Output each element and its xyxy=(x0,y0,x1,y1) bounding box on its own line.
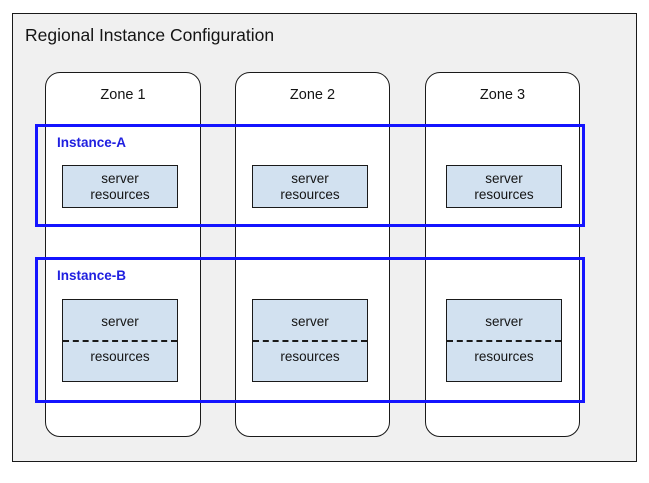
server-resources-label-b1-line2: resources xyxy=(90,349,150,364)
server-resources-box-b2[interactable]: server resources xyxy=(252,299,368,382)
server-resources-label-b2-line2: resources xyxy=(280,349,340,364)
instance-label-b: Instance-B xyxy=(57,268,127,283)
server-resources-label-a2-line2: resources xyxy=(280,186,340,202)
server-resources-label-a1-line2: resources xyxy=(90,186,150,202)
server-resources-label-b2-line1: server xyxy=(291,314,329,329)
instance-label-a: Instance-A xyxy=(57,135,127,150)
server-resources-label-a3-line1: server xyxy=(485,170,523,186)
server-resources-label-a3-line2: resources xyxy=(474,186,534,202)
split-divider-b1 xyxy=(63,339,177,342)
split-divider-b3 xyxy=(447,339,561,342)
zone-label-1: Zone 1 xyxy=(100,87,146,103)
instance-band-a[interactable]: Instance-A xyxy=(35,124,585,227)
server-resources-label-b1-line1: server xyxy=(101,314,139,329)
server-resources-label-b3-line1: server xyxy=(485,314,523,329)
server-resources-label-b3-line2: resources xyxy=(474,349,534,364)
zone-label-3: Zone 3 xyxy=(479,87,526,103)
server-resources-label-a2-line1: server xyxy=(291,170,329,186)
server-resources-label-a1-line1: server xyxy=(101,170,139,186)
zone-label-2: Zone 2 xyxy=(289,87,336,103)
server-resources-box-b1[interactable]: server resources xyxy=(62,299,178,382)
page-title: Regional Instance Configuration xyxy=(25,25,275,45)
server-resources-box-b3[interactable]: server resources xyxy=(446,299,562,382)
server-resources-box-a2[interactable]: server resources xyxy=(252,165,368,208)
server-resources-box-a3[interactable]: server resources xyxy=(446,165,562,208)
split-divider-b2 xyxy=(253,339,367,342)
server-resources-box-a1[interactable]: server resources xyxy=(62,165,178,208)
instance-band-b[interactable]: Instance-B xyxy=(35,257,585,403)
